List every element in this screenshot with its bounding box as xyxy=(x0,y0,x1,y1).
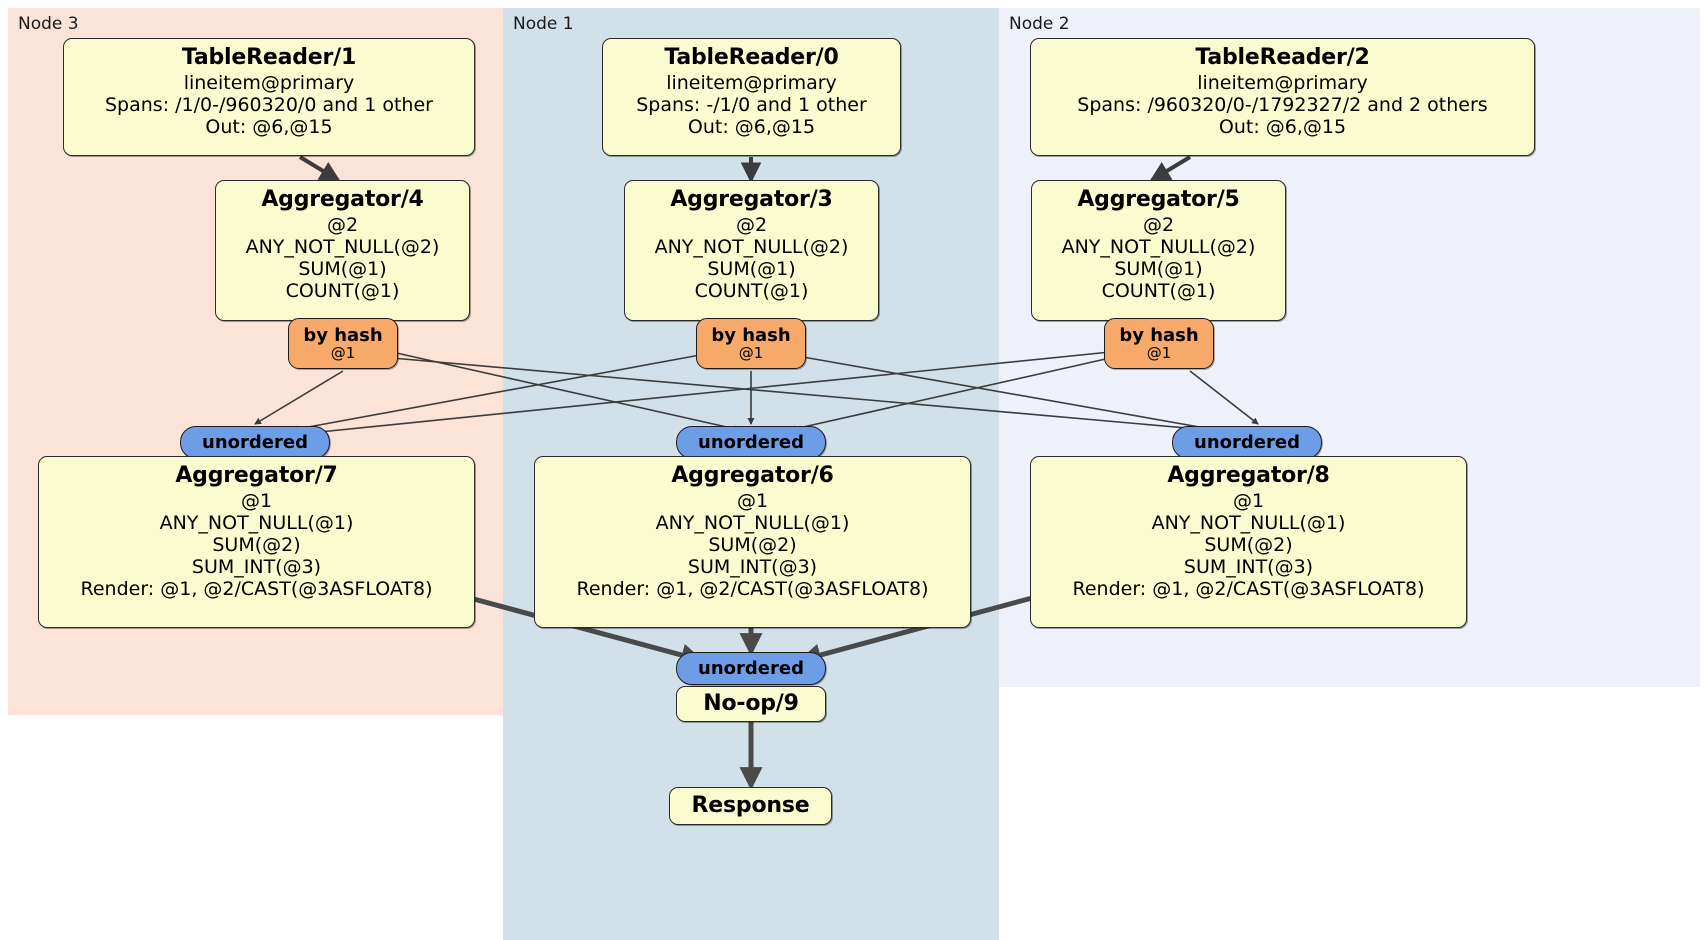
router-sublabel: @1 xyxy=(738,344,764,363)
node-title: Aggregator/5 xyxy=(1077,187,1240,212)
processor-aggregator-3[interactable]: Aggregator/3 @2 ANY_NOT_NULL(@2) SUM(@1)… xyxy=(624,180,879,321)
router-sublabel: @1 xyxy=(1146,344,1172,363)
node-line: SUM_INT(@3) xyxy=(687,555,818,578)
node-line: Render: @1, @2/CAST(@3ASFLOAT8) xyxy=(576,577,929,600)
node-line: ANY_NOT_NULL(@2) xyxy=(654,235,849,258)
synchronizer-unordered-center[interactable]: unordered xyxy=(676,426,826,459)
node-line: Spans: -/1/0 and 1 other xyxy=(636,93,867,116)
node-line: SUM(@1) xyxy=(1114,257,1203,280)
node-line: lineitem@primary xyxy=(1197,71,1368,94)
panel-node-1-label: Node 1 xyxy=(513,14,574,34)
node-title: Aggregator/6 xyxy=(671,463,834,488)
node-line: ANY_NOT_NULL(@2) xyxy=(1061,235,1256,258)
node-line: ANY_NOT_NULL(@1) xyxy=(655,511,850,534)
node-title: TableReader/2 xyxy=(1195,45,1370,70)
node-line: Spans: /1/0-/960320/0 and 1 other xyxy=(105,93,433,116)
node-title: Aggregator/3 xyxy=(670,187,833,212)
node-title: Aggregator/8 xyxy=(1167,463,1330,488)
processor-aggregator-8[interactable]: Aggregator/8 @1 ANY_NOT_NULL(@1) SUM(@2)… xyxy=(1030,456,1467,628)
node-line: ANY_NOT_NULL(@1) xyxy=(1151,511,1346,534)
router-sublabel: @1 xyxy=(330,344,356,363)
router-by-hash-right[interactable]: by hash @1 xyxy=(1104,318,1214,369)
node-line: Render: @1, @2/CAST(@3ASFLOAT8) xyxy=(80,577,433,600)
synchronizer-label: unordered xyxy=(698,657,804,679)
node-title: Aggregator/4 xyxy=(261,187,424,212)
node-line: Out: @6,@15 xyxy=(1218,115,1347,138)
node-line: @1 xyxy=(1232,489,1265,512)
node-title: TableReader/1 xyxy=(181,45,357,70)
node-line: SUM(@1) xyxy=(707,257,796,280)
node-title: TableReader/0 xyxy=(664,45,839,70)
panel-node-2-label: Node 2 xyxy=(1009,14,1070,34)
processor-aggregator-6[interactable]: Aggregator/6 @1 ANY_NOT_NULL(@1) SUM(@2)… xyxy=(534,456,971,628)
node-title: Response xyxy=(691,793,810,819)
processor-aggregator-4[interactable]: Aggregator/4 @2 ANY_NOT_NULL(@2) SUM(@1)… xyxy=(215,180,470,321)
node-line: COUNT(@1) xyxy=(694,279,809,302)
processor-aggregator-5[interactable]: Aggregator/5 @2 ANY_NOT_NULL(@2) SUM(@1)… xyxy=(1031,180,1286,321)
node-line: SUM_INT(@3) xyxy=(191,555,322,578)
router-by-hash-left[interactable]: by hash @1 xyxy=(288,318,398,369)
node-line: lineitem@primary xyxy=(666,71,837,94)
node-line: SUM(@1) xyxy=(298,257,387,280)
processor-table-reader-1[interactable]: TableReader/1 lineitem@primary Spans: /1… xyxy=(63,38,475,156)
synchronizer-label: unordered xyxy=(202,431,308,453)
synchronizer-label: unordered xyxy=(698,431,804,453)
node-line: @2 xyxy=(735,213,768,236)
processor-no-op-9[interactable]: No-op/9 xyxy=(676,686,826,722)
node-line: @2 xyxy=(326,213,359,236)
node-line: @2 xyxy=(1142,213,1175,236)
processor-table-reader-2[interactable]: TableReader/2 lineitem@primary Spans: /9… xyxy=(1030,38,1535,156)
node-title: No-op/9 xyxy=(703,691,799,717)
node-title: Aggregator/7 xyxy=(175,463,338,488)
panel-node-3-label: Node 3 xyxy=(18,14,79,34)
node-line: SUM(@2) xyxy=(708,533,797,556)
node-line: SUM(@2) xyxy=(1204,533,1293,556)
router-by-hash-center[interactable]: by hash @1 xyxy=(696,318,806,369)
node-line: Spans: /960320/0-/1792327/2 and 2 others xyxy=(1077,93,1488,116)
router-label: by hash xyxy=(303,324,383,346)
node-line: Out: @6,@15 xyxy=(687,115,816,138)
node-line: lineitem@primary xyxy=(183,71,355,94)
synchronizer-label: unordered xyxy=(1194,431,1300,453)
processor-table-reader-0[interactable]: TableReader/0 lineitem@primary Spans: -/… xyxy=(602,38,901,156)
processor-aggregator-7[interactable]: Aggregator/7 @1 ANY_NOT_NULL(@1) SUM(@2)… xyxy=(38,456,475,628)
node-line: COUNT(@1) xyxy=(1101,279,1216,302)
node-line: Out: @6,@15 xyxy=(205,115,333,138)
node-line: ANY_NOT_NULL(@1) xyxy=(159,511,354,534)
router-label: by hash xyxy=(711,324,791,346)
node-line: Render: @1, @2/CAST(@3ASFLOAT8) xyxy=(1072,577,1425,600)
node-line: COUNT(@1) xyxy=(285,279,400,302)
processor-response[interactable]: Response xyxy=(669,787,832,825)
synchronizer-unordered-final[interactable]: unordered xyxy=(676,652,826,685)
node-line: SUM(@2) xyxy=(212,533,301,556)
synchronizer-unordered-left[interactable]: unordered xyxy=(180,426,330,459)
node-line: SUM_INT(@3) xyxy=(1183,555,1314,578)
router-label: by hash xyxy=(1119,324,1199,346)
node-line: ANY_NOT_NULL(@2) xyxy=(245,235,440,258)
synchronizer-unordered-right[interactable]: unordered xyxy=(1172,426,1322,459)
node-line: @1 xyxy=(240,489,273,512)
node-line: @1 xyxy=(736,489,769,512)
